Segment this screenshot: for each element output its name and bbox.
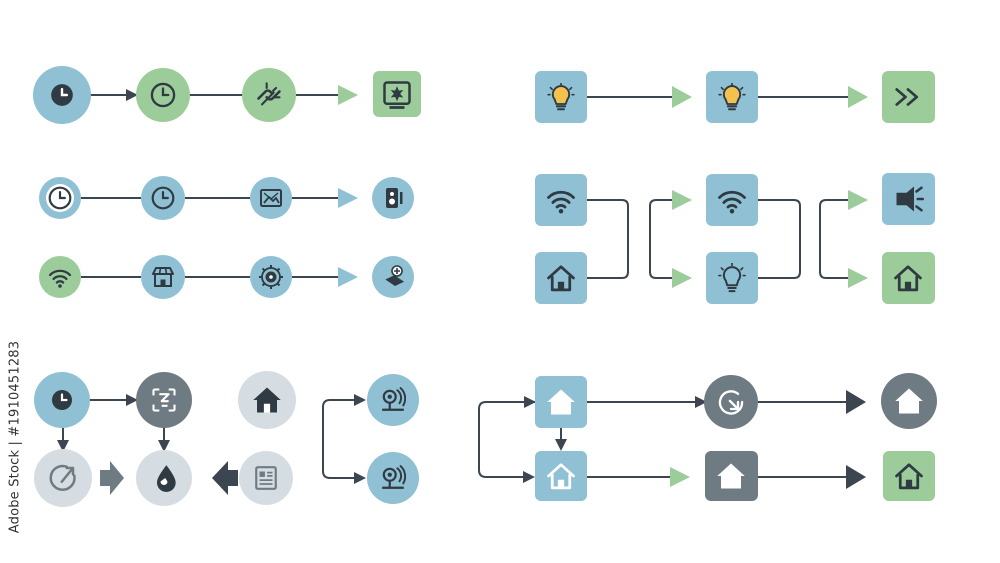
arrow-blue xyxy=(338,188,358,208)
connector xyxy=(819,199,848,279)
nodes xyxy=(33,66,937,507)
arrowhead xyxy=(523,471,535,483)
arrow-green xyxy=(672,268,692,288)
arrowhead xyxy=(524,396,536,408)
flow-3-node-3 xyxy=(250,256,292,298)
arrow-gray xyxy=(212,461,238,495)
flow-6-node-1 xyxy=(34,372,90,428)
connector xyxy=(587,199,629,279)
arrowhead xyxy=(57,440,69,452)
flow-6-node-2 xyxy=(136,372,192,428)
flow-7-node-2 xyxy=(535,451,587,501)
flow-5-node-5 xyxy=(882,173,935,225)
flow-1-node-2 xyxy=(136,68,190,122)
connectors xyxy=(62,94,848,479)
flow-7-node-1 xyxy=(535,376,587,428)
flow-1-node-3 xyxy=(242,68,296,122)
connector xyxy=(758,199,801,279)
arrowhead xyxy=(126,394,138,406)
arrow-green xyxy=(848,190,868,210)
flow-5-node-3 xyxy=(706,174,758,226)
arrow-dark xyxy=(846,465,866,489)
arrow-blue xyxy=(338,267,358,287)
flow-6-node-5 xyxy=(136,450,192,506)
flow-1-node-1 xyxy=(33,66,91,124)
gear-icon xyxy=(259,265,283,289)
flow-4-node-2 xyxy=(706,71,758,123)
arrow-green xyxy=(672,190,692,210)
flow-2-node-2 xyxy=(141,176,185,220)
arrowhead xyxy=(695,396,707,408)
flow-4-node-3 xyxy=(882,71,935,123)
connector xyxy=(322,399,354,479)
flow-3-node-2 xyxy=(141,255,185,299)
arrowhead xyxy=(354,394,366,406)
clock-icon xyxy=(50,388,74,412)
flow-6-node-7 xyxy=(367,374,419,426)
arrowhead xyxy=(354,472,366,484)
flow-1-node-4 xyxy=(373,71,421,117)
flow-2-node-1 xyxy=(39,177,81,219)
flow-5-node-6 xyxy=(882,252,935,304)
flow-6-node-4 xyxy=(34,449,92,507)
arrow-dark xyxy=(846,390,866,414)
arrow-green xyxy=(670,467,690,487)
flow-3-node-4 xyxy=(372,256,414,298)
stock-id-text: Adobe Stock | #1910451283 xyxy=(7,340,23,534)
flow-5-node-4 xyxy=(706,252,758,304)
arrow-green xyxy=(672,86,692,108)
flow-5-node-1 xyxy=(535,174,587,226)
arrow-gray xyxy=(100,461,124,495)
arrow-green xyxy=(848,268,868,288)
arrow-green xyxy=(848,86,868,108)
connector xyxy=(478,401,535,478)
flow-2-node-4 xyxy=(372,177,414,219)
connector xyxy=(649,199,672,279)
flow-7-node-6 xyxy=(883,451,935,501)
flow-7-node-5 xyxy=(881,373,937,429)
flow-5-node-2 xyxy=(535,252,587,304)
flow-7-node-3 xyxy=(704,375,758,429)
flow-4-node-1 xyxy=(535,71,587,123)
arrowhead xyxy=(158,440,170,452)
arrow-green xyxy=(338,85,358,105)
arrowheads xyxy=(57,85,868,495)
flow-2-node-3 xyxy=(250,177,292,219)
flow-7-node-4 xyxy=(705,451,758,501)
arrowhead xyxy=(555,439,567,451)
arrowhead xyxy=(126,89,138,101)
clock-icon xyxy=(49,82,75,108)
flow-6-node-8 xyxy=(367,452,419,504)
flow-6-node-3 xyxy=(238,371,296,429)
flow-3-node-1 xyxy=(39,256,81,298)
flow-6-node-6 xyxy=(239,451,293,505)
stock-id-watermark: Adobe Stock | #1910451283 xyxy=(4,322,26,552)
